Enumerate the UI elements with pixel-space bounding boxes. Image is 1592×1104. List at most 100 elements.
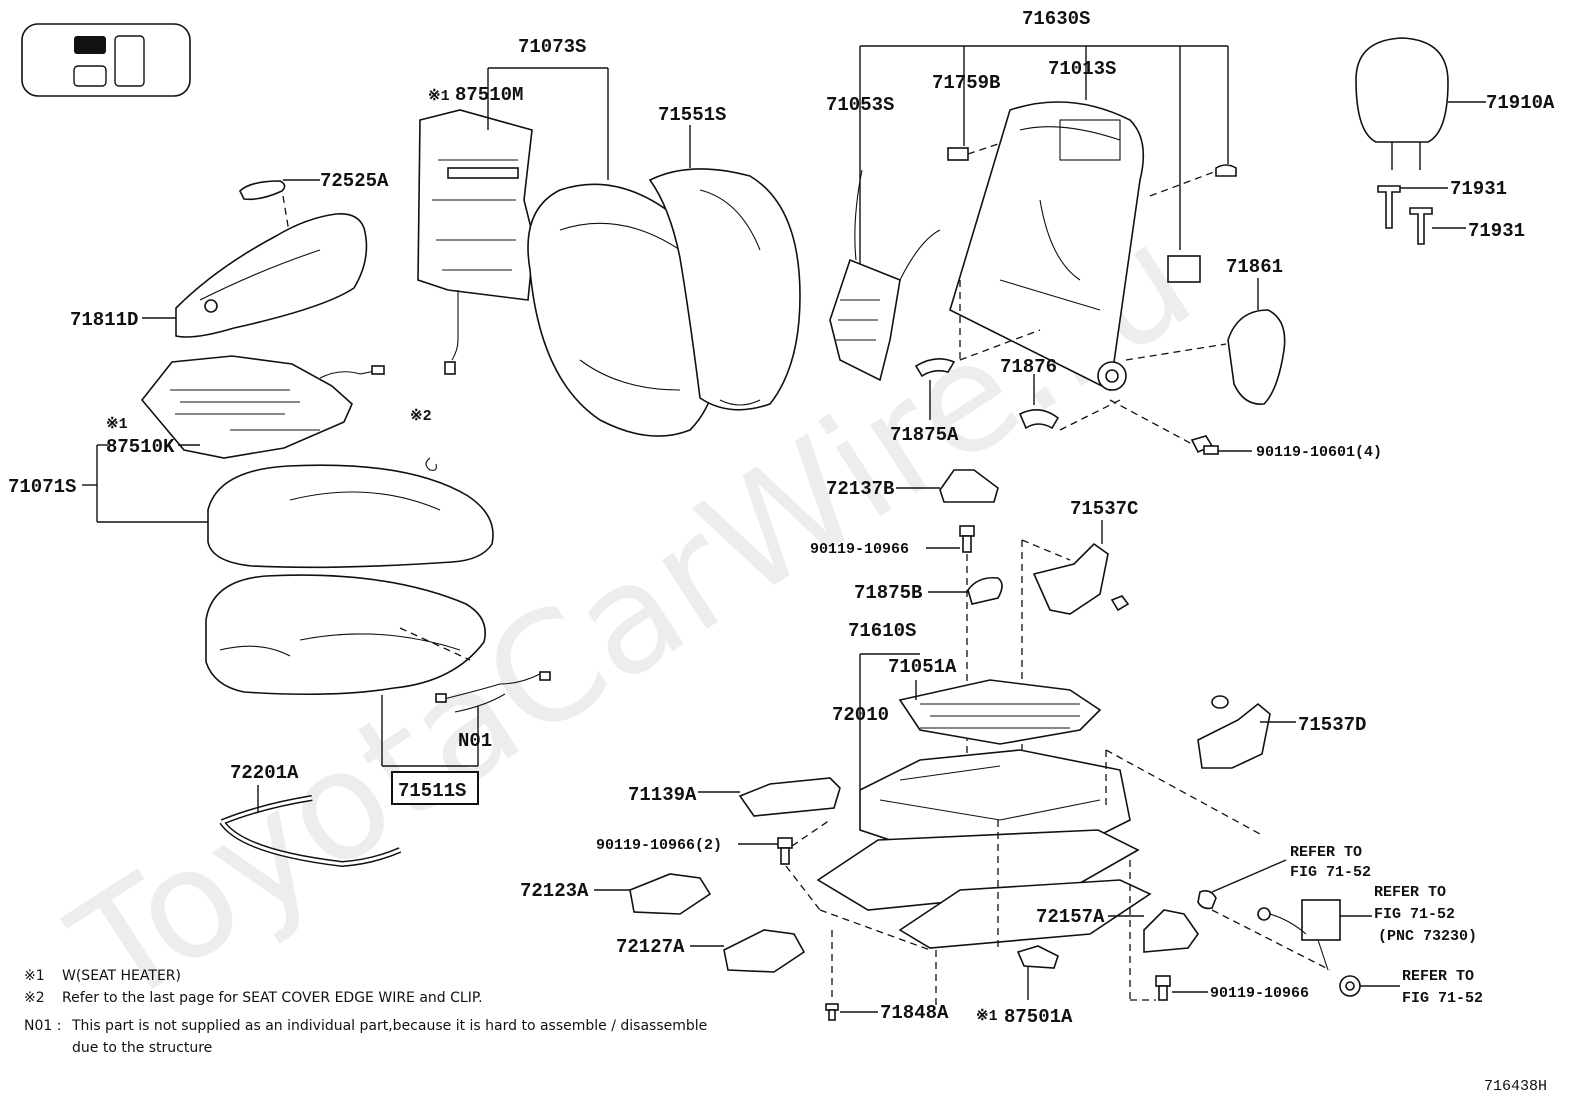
diagram-id: 716438H bbox=[1484, 1078, 1547, 1095]
label-71053S: 71053S bbox=[826, 94, 894, 116]
label-90119-10601: 90119-10601(4) bbox=[1256, 444, 1382, 461]
label-71630S: 71630S bbox=[1022, 8, 1090, 30]
label-71071S: 71071S bbox=[8, 476, 76, 498]
cover-71139A bbox=[738, 777, 841, 817]
side-shield-71811D bbox=[175, 212, 368, 338]
label-87510K: 87510K bbox=[106, 436, 175, 458]
label-72201A: 72201A bbox=[230, 762, 299, 784]
label-72010: 72010 bbox=[832, 704, 889, 726]
cushion-cover-71071S bbox=[207, 464, 494, 569]
label-71759B: 71759B bbox=[932, 72, 1000, 94]
label-71013S: 71013S bbox=[1048, 58, 1116, 80]
refer-1-line1: REFER TO bbox=[1290, 844, 1362, 861]
label-72157A: 72157A bbox=[1036, 906, 1105, 928]
note-3-text1: This part is not supplied as an individu… bbox=[71, 1018, 707, 1034]
refer-2-line1: REFER TO bbox=[1374, 884, 1446, 901]
label-72127A: 72127A bbox=[616, 936, 685, 958]
wire-72201A bbox=[219, 795, 402, 868]
refer-2-line3: (PNC 73230) bbox=[1378, 928, 1477, 945]
note-2-mark: ※2 bbox=[24, 990, 45, 1006]
label-87510M-mark: ※1 bbox=[428, 88, 450, 105]
back-heater-87510M bbox=[417, 109, 535, 375]
label-72137B: 72137B bbox=[826, 478, 894, 500]
note-1-text: W(SEAT HEATER) bbox=[62, 968, 181, 984]
connector-87501A bbox=[1016, 945, 1059, 969]
label-71511S: 71511S bbox=[398, 780, 466, 802]
label-71876: 71876 bbox=[1000, 356, 1057, 378]
label-87501A: 87501A bbox=[1004, 1006, 1073, 1028]
label-72525A: 72525A bbox=[320, 170, 389, 192]
headrest-71910A bbox=[1355, 37, 1449, 170]
cover-71875A bbox=[914, 358, 956, 378]
label-mark2: ※2 bbox=[410, 408, 432, 425]
label-71610S: 71610S bbox=[848, 620, 916, 642]
label-87510M: 87510M bbox=[455, 84, 523, 106]
nut-refer-3 bbox=[1339, 975, 1361, 997]
seat-position-icon bbox=[21, 23, 191, 97]
spring-71051A bbox=[898, 679, 1102, 745]
label-71875A: 71875A bbox=[890, 424, 959, 446]
label-71051A: 71051A bbox=[888, 656, 957, 678]
clip-71759B bbox=[947, 147, 969, 161]
label-87501A-mark: ※1 bbox=[976, 1008, 998, 1025]
back-pad-71551S bbox=[648, 168, 801, 411]
note-3-mark: N01 : bbox=[24, 1018, 61, 1034]
cover-72127A bbox=[723, 929, 806, 973]
refer-part-1 bbox=[1197, 890, 1217, 910]
cover-71537D bbox=[1197, 695, 1271, 769]
label-71537D: 71537D bbox=[1298, 714, 1366, 736]
knob-72525A bbox=[239, 180, 286, 201]
cover-71876 bbox=[1018, 409, 1060, 430]
refer-1-line2: FIG 71-52 bbox=[1290, 864, 1371, 881]
connector bbox=[1167, 255, 1201, 283]
label-71848A: 71848A bbox=[880, 1002, 949, 1024]
seat-rails bbox=[816, 829, 1152, 949]
bolt-90119-10601 bbox=[1190, 435, 1219, 455]
heater-mat-87510K bbox=[140, 355, 385, 459]
clip-right bbox=[1215, 164, 1237, 177]
lumbar-support-71053S bbox=[829, 169, 941, 382]
cover-72137B bbox=[939, 469, 999, 503]
refer-3-line1: REFER TO bbox=[1402, 968, 1474, 985]
label-71875B: 71875B bbox=[854, 582, 922, 604]
label-71861: 71861 bbox=[1226, 256, 1283, 278]
label-71537C: 71537C bbox=[1070, 498, 1138, 520]
bolt-90119-10966-b bbox=[1155, 975, 1171, 1001]
label-71811D: 71811D bbox=[70, 309, 138, 331]
cover-72123A bbox=[629, 873, 712, 915]
cover-71537C bbox=[1032, 542, 1109, 615]
label-71931-b: 71931 bbox=[1468, 220, 1525, 242]
seat-belt-buckle bbox=[1257, 899, 1341, 971]
headrest-guide-71931-b bbox=[1409, 207, 1433, 245]
screw-71537C bbox=[1110, 595, 1130, 612]
note-2-text: Refer to the last page for SEAT COVER ED… bbox=[62, 990, 483, 1006]
clip-mark2 bbox=[425, 457, 437, 471]
cover-71875B bbox=[967, 576, 1003, 605]
label-90119-10966-b: 90119-10966 bbox=[1210, 985, 1309, 1002]
label-71910A: 71910A bbox=[1486, 92, 1555, 114]
label-71931-a: 71931 bbox=[1450, 178, 1507, 200]
highlight-box-71511S bbox=[391, 771, 479, 805]
label-N01: N01 bbox=[458, 730, 492, 752]
bolt-90119-10966-a bbox=[959, 525, 975, 553]
note-1-mark: ※1 bbox=[24, 968, 45, 984]
label-72123A: 72123A bbox=[520, 880, 589, 902]
refer-3-line2: FIG 71-52 bbox=[1402, 990, 1483, 1007]
label-71551S: 71551S bbox=[658, 104, 726, 126]
label-90119-10966-2: 90119-10966(2) bbox=[596, 837, 722, 854]
label-71073S: 71073S bbox=[518, 36, 586, 58]
cover-72157A bbox=[1143, 909, 1199, 953]
cushion-pad bbox=[205, 574, 486, 696]
side-cover-71861 bbox=[1227, 309, 1286, 405]
wire-N01 bbox=[435, 671, 551, 713]
clip-71848A bbox=[825, 1003, 839, 1021]
back-frame-71013S bbox=[949, 101, 1145, 392]
bolt-90119-10966-2 bbox=[777, 837, 793, 865]
headrest-guide-71931-a bbox=[1377, 185, 1401, 229]
label-87510K-mark: ※1 bbox=[106, 416, 128, 433]
label-90119-10966-a: 90119-10966 bbox=[810, 541, 909, 558]
refer-2-line2: FIG 71-52 bbox=[1374, 906, 1455, 923]
note-3-text2: due to the structure bbox=[72, 1040, 212, 1056]
